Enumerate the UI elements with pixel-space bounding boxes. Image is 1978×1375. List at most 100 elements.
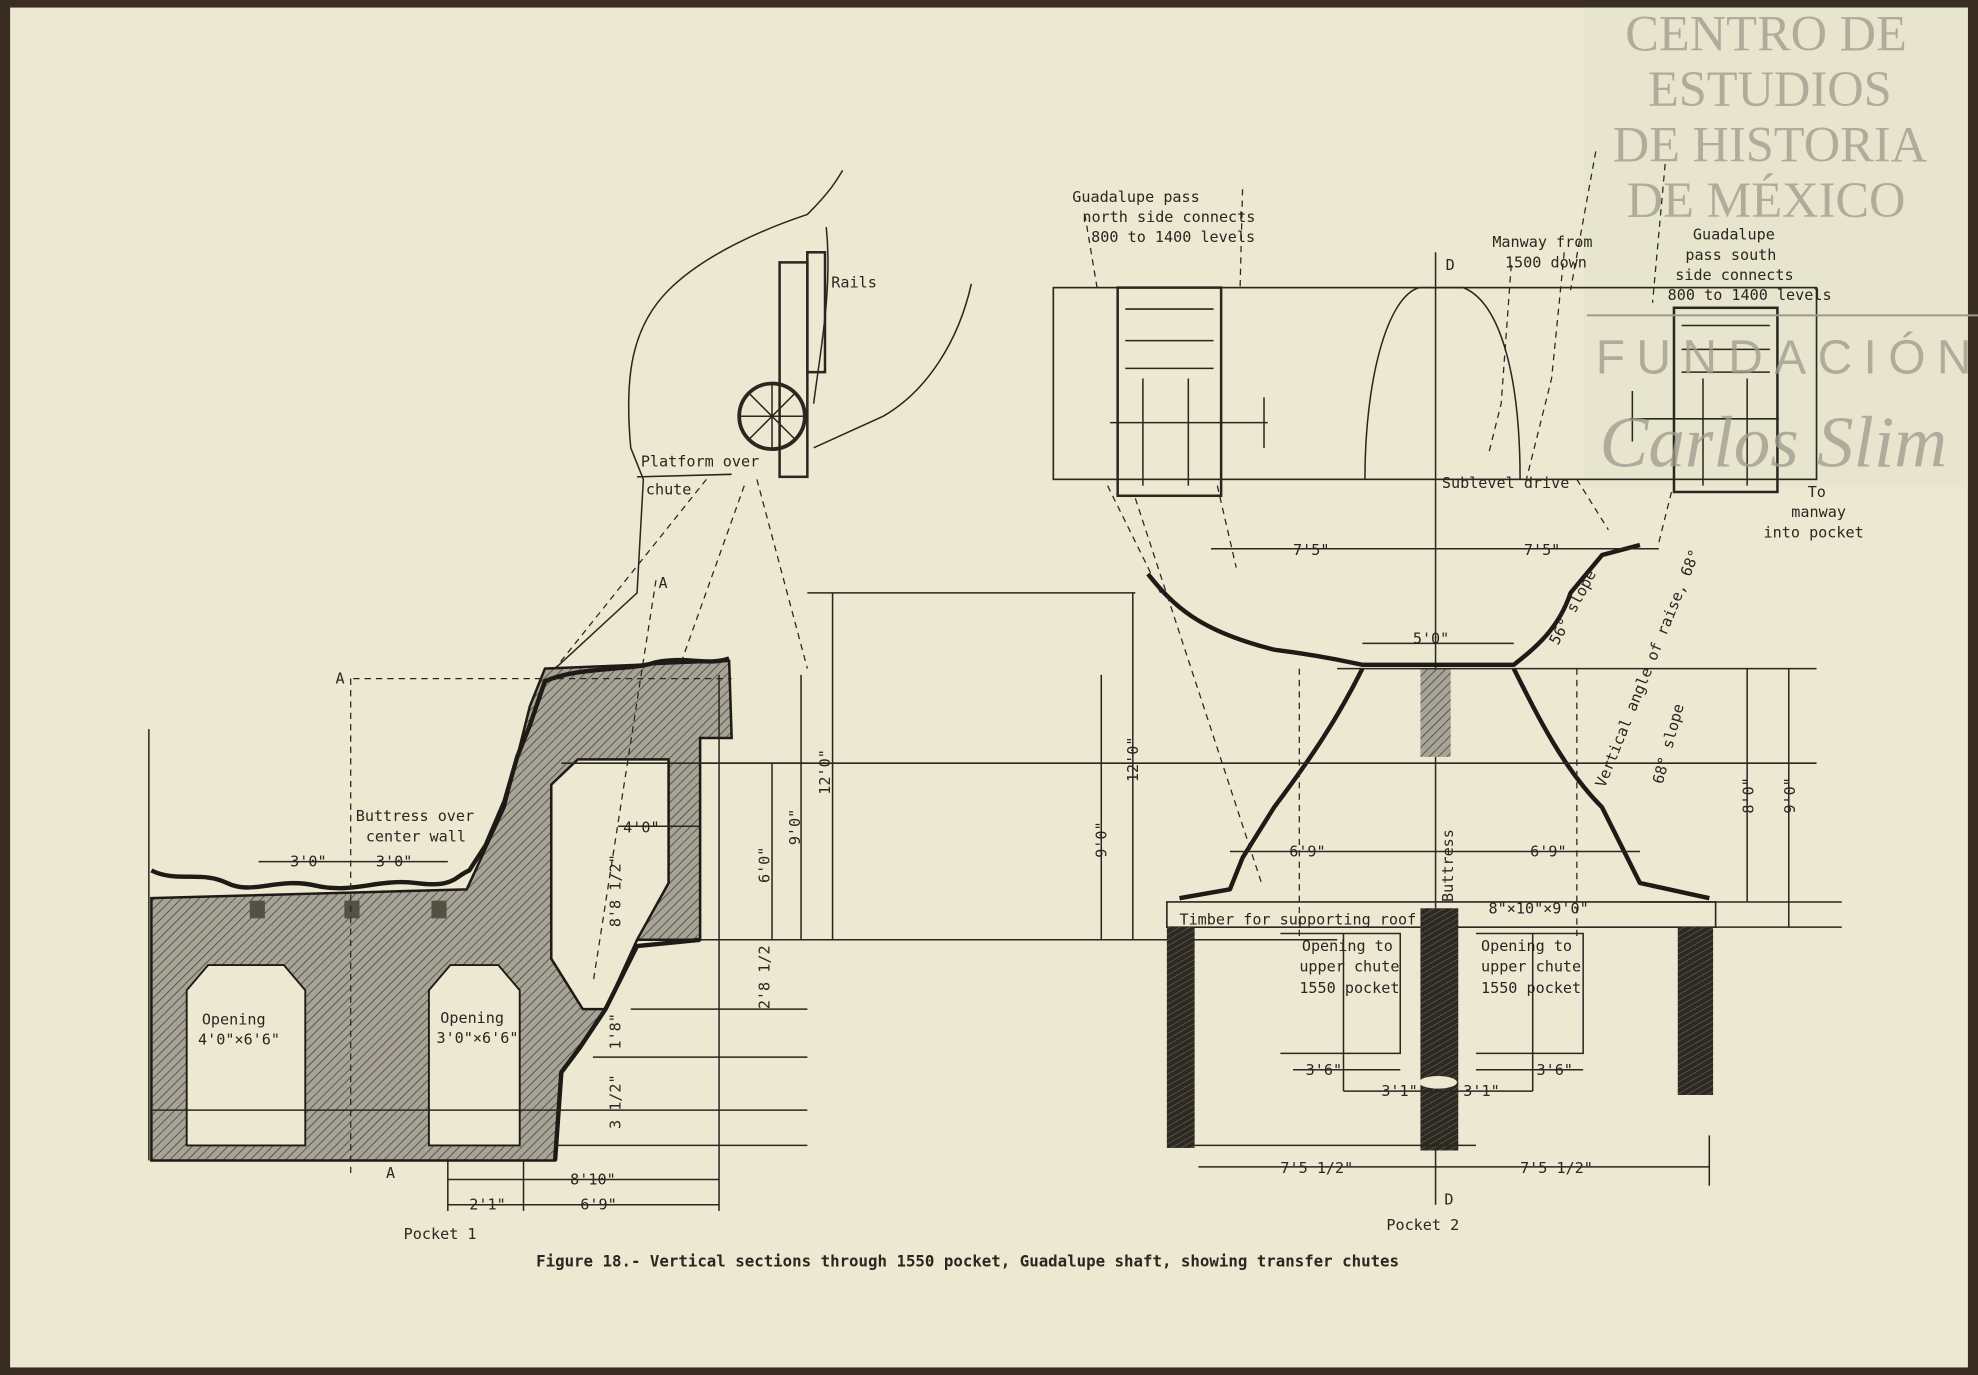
label-north-pass: north side connects	[1082, 208, 1255, 226]
watermark-line: CENTRO DE	[1625, 5, 1907, 61]
dim-8-10: 8'10"	[570, 1171, 616, 1189]
label-to-manway: into pocket	[1764, 523, 1864, 541]
rock-outline	[813, 283, 973, 449]
label-manway: Manway from	[1492, 233, 1592, 251]
dimension-lines	[258, 592, 834, 1212]
buttress-gap	[1419, 1076, 1458, 1089]
label-opening-left: Opening to	[1302, 937, 1393, 955]
dim-4ft: 4'0"	[623, 819, 659, 837]
dim-6-9: 6'9"	[580, 1196, 616, 1214]
label-timber-size: 8"×10"×9'0"	[1489, 899, 1589, 917]
label-north-pass: Guadalupe pass	[1072, 188, 1199, 206]
label-buttress-wall: center wall	[366, 827, 466, 845]
north-chute-gate	[1110, 286, 1268, 498]
beam	[249, 900, 265, 919]
dim-2-1: 2'1"	[469, 1196, 505, 1214]
dim-8-8-half: 8'8 1/2"	[607, 854, 625, 927]
dim-12ft: 12'0"	[1124, 737, 1142, 783]
figure-caption: Figure 18.- Vertical sections through 15…	[536, 1252, 1399, 1271]
label-opening-1: Opening	[202, 1010, 266, 1028]
pass-outlines	[1084, 151, 1673, 594]
dim-7-5-left: 7'5"	[1293, 541, 1329, 559]
dim-6ft: 6'0"	[756, 847, 774, 883]
label-to-manway: To	[1808, 483, 1826, 501]
dim-3-half: 3 1/2"	[607, 1074, 625, 1129]
label-platform-chute: chute	[646, 480, 692, 498]
label-opening-2-size: 3'0"×6'6"	[436, 1029, 518, 1047]
label-opening-right: upper chute	[1481, 957, 1581, 975]
section-marker-a: A	[336, 670, 345, 688]
dim-3-1-right: 3'1"	[1463, 1082, 1499, 1100]
watermark-logo: CENTRO DE ESTUDIOS DE HISTORIA DE MÉXICO…	[1586, 5, 1978, 483]
dim-3ft-right: 3'0"	[376, 853, 412, 871]
dim-12ft: 12'0"	[816, 749, 834, 795]
label-pocket-2: Pocket 2	[1386, 1216, 1459, 1234]
dim-3-6-right: 3'6"	[1536, 1061, 1572, 1079]
left-wall	[1166, 927, 1195, 1148]
dim-5ft: 5'0"	[1413, 629, 1449, 647]
buttress-lower	[1420, 908, 1459, 1151]
dim-7-5-half-right: 7'5 1/2"	[1520, 1159, 1593, 1177]
dim-6-9-right: 6'9"	[1530, 843, 1566, 861]
dim-9ft: 9'0"	[1092, 821, 1110, 857]
wheel-spokes	[739, 383, 805, 450]
dim-9ft-right: 9'0"	[1781, 777, 1799, 813]
rails-frame	[806, 251, 827, 374]
label-opening-1-size: 4'0"×6'6"	[198, 1030, 280, 1048]
dim-8ft: 8'0"	[1739, 777, 1757, 813]
dim-3-1-left: 3'1"	[1381, 1082, 1417, 1100]
dim-1-8: 1'8"	[607, 1013, 625, 1049]
dim-7-5-right: 7'5"	[1524, 541, 1560, 559]
left-section: Rails Platform over chute A A A Buttress…	[148, 169, 1338, 1243]
dim-2-8-half: 2'8 1/2	[756, 945, 774, 1009]
south-chute-gate	[1629, 306, 1779, 494]
opening-2	[427, 964, 521, 1147]
label-manway: 1500 down	[1505, 253, 1587, 271]
watermark-line: DE MÉXICO	[1627, 172, 1906, 228]
platform-line	[637, 473, 732, 478]
beam	[344, 900, 360, 919]
watermark-foundation: FUNDACIÓN	[1596, 330, 1978, 384]
section-marker-d: D	[1446, 256, 1455, 274]
label-opening-2: Opening	[440, 1009, 504, 1027]
label-south-pass: side connects	[1675, 266, 1793, 284]
chute-openings	[1280, 932, 1584, 1092]
rock-surface	[150, 656, 730, 891]
label-buttress: Buttress	[1439, 829, 1457, 902]
rock-surface	[1179, 667, 1710, 901]
dim-3ft-left: 3'0"	[290, 853, 326, 871]
label-south-pass: 800 to 1400 levels	[1668, 286, 1832, 304]
label-south-pass: pass south	[1685, 246, 1776, 264]
label-sublevel-drive: Sublevel drive	[1442, 474, 1569, 492]
label-south-pass: Guadalupe	[1693, 226, 1775, 244]
label-opening-left: 1550 pocket	[1299, 979, 1399, 997]
rock-surface	[552, 937, 701, 1161]
label-pocket-1: Pocket 1	[404, 1225, 477, 1243]
dim-7-5-half-left: 7'5 1/2"	[1280, 1159, 1353, 1177]
vertical-dimensions	[1100, 592, 1790, 940]
buttress-upper	[1420, 668, 1451, 757]
label-platform: Platform over	[641, 453, 759, 471]
label-opening-right: 1550 pocket	[1481, 979, 1581, 997]
watermark-panel	[1583, 7, 1968, 487]
manway-arch	[1364, 286, 1521, 480]
section-line-a	[350, 678, 732, 1174]
section-marker-a: A	[658, 574, 667, 592]
section-marker-d-bottom: D	[1444, 1191, 1453, 1209]
label-rails: Rails	[831, 274, 877, 292]
rock-surface	[1146, 542, 1641, 668]
right-wall	[1677, 927, 1714, 1095]
beam	[431, 900, 447, 919]
label-opening-right: Opening to	[1481, 937, 1572, 955]
label-to-manway: manway	[1791, 503, 1846, 521]
chute-lines	[554, 478, 808, 669]
section-marker-a: A	[386, 1164, 395, 1182]
upper-chute-opening	[550, 758, 670, 1011]
dim-3-6-left: 3'6"	[1306, 1061, 1342, 1079]
watermark-signature: Carlos Slim	[1600, 402, 1948, 483]
label-buttress: Buttress over	[356, 807, 474, 825]
watermark-line: DE HISTORIA	[1613, 116, 1928, 172]
label-north-pass: 800 to 1400 levels	[1091, 228, 1255, 246]
